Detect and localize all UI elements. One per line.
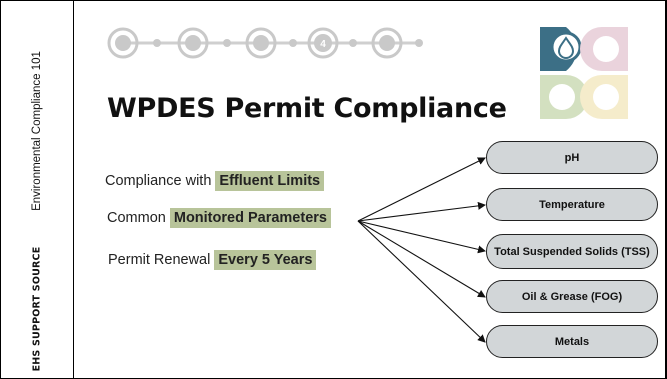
item-highlight: Every 5 Years	[214, 250, 317, 270]
arrow-to-fog	[357, 220, 486, 298]
step-5	[371, 27, 403, 59]
list-item: Permit Renewal Every 5 Years	[108, 250, 317, 270]
parameter-oil-grease: Oil & Grease (FOG)	[486, 280, 658, 313]
arrow-to-ph	[357, 157, 486, 222]
parameter-tss: Total Suspended Solids (TSS)	[486, 234, 658, 269]
current-step-number: 4	[320, 39, 326, 50]
list-item: Compliance with Effluent Limits	[105, 171, 325, 191]
item-highlight: Effluent Limits	[215, 171, 325, 191]
item-highlight: Monitored Parameters	[169, 208, 331, 228]
item-text: Common	[107, 210, 170, 226]
parameter-temperature: Temperature	[486, 188, 658, 221]
step-1	[107, 27, 139, 59]
parameter-metals: Metals	[486, 325, 658, 358]
logo	[540, 27, 628, 119]
parameter-ph: pH	[486, 141, 658, 174]
water-drop-icon	[557, 36, 575, 59]
arrow-to-tss	[357, 220, 486, 254]
step-2	[177, 27, 209, 59]
progress-steps: 4	[107, 27, 423, 59]
sidebar: Environmental Compliance 101 EHS SUPPORT…	[1, 1, 74, 378]
arrow-to-metals	[357, 220, 486, 343]
item-text: Compliance with	[105, 173, 216, 189]
arrow-to-temperature	[357, 201, 486, 222]
step-3	[245, 27, 277, 59]
list-item: Common Monitored Parameters	[107, 208, 331, 228]
brand-name-text: EHS SUPPORT SOURCE	[31, 246, 43, 372]
item-text: Permit Renewal	[108, 252, 215, 268]
course-title-text: Environmental Compliance 101	[31, 51, 43, 211]
page-title: WPDES Permit Compliance	[107, 93, 507, 124]
step-4-current: 4	[307, 27, 339, 59]
